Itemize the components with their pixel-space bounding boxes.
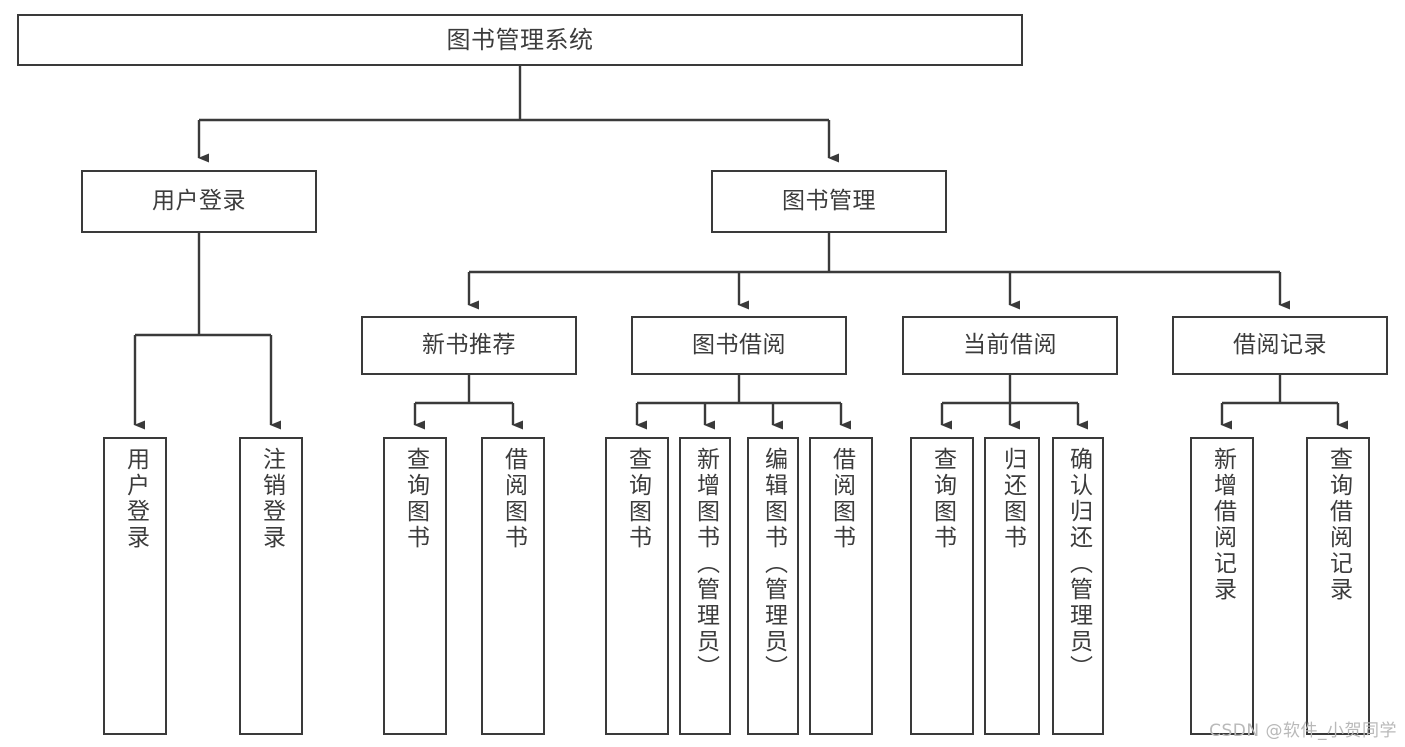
- leaf-book-borrow-edit-book-admin[interactable]: 编辑图书（管理员）: [747, 437, 799, 735]
- node-borrow-record-label: 借阅记录: [1233, 332, 1327, 358]
- node-current-borrow-label: 当前借阅: [963, 332, 1057, 358]
- node-user-login-label: 用户登录: [152, 188, 246, 214]
- leaf-user-login-logout[interactable]: 注销登录: [239, 437, 303, 735]
- node-root-label: 图书管理系统: [446, 26, 594, 54]
- node-book-borrow[interactable]: 图书借阅: [631, 316, 847, 375]
- node-root-book-management-system[interactable]: 图书管理系统: [17, 14, 1023, 66]
- csdn-watermark: CSDN @软件_小贺同学: [1209, 721, 1397, 741]
- leaf-book-borrow-borrow-books[interactable]: 借阅图书: [809, 437, 873, 735]
- leaf-current-borrow-return-books[interactable]: 归还图书: [984, 437, 1040, 735]
- leaf-new-book-query-books-label: 查询图书: [402, 447, 429, 551]
- leaf-book-borrow-add-book-admin[interactable]: 新增图书（管理员）: [679, 437, 731, 735]
- leaf-borrow-record-add-record[interactable]: 新增借阅记录: [1190, 437, 1254, 735]
- leaf-book-borrow-add-book-admin-label: 新增图书（管理员）: [692, 447, 719, 681]
- leaf-current-borrow-query-books[interactable]: 查询图书: [910, 437, 974, 735]
- leaf-new-book-borrow-books-label: 借阅图书: [500, 447, 527, 551]
- node-book-management[interactable]: 图书管理: [711, 170, 947, 233]
- leaf-borrow-record-query-record-label: 查询借阅记录: [1325, 447, 1352, 603]
- leaf-user-login-logout-label: 注销登录: [258, 447, 285, 551]
- leaf-borrow-record-add-record-label: 新增借阅记录: [1209, 447, 1236, 603]
- leaf-new-book-query-books[interactable]: 查询图书: [383, 437, 447, 735]
- node-current-borrow[interactable]: 当前借阅: [902, 316, 1118, 375]
- leaf-book-borrow-query-books[interactable]: 查询图书: [605, 437, 669, 735]
- node-user-login[interactable]: 用户登录: [81, 170, 317, 233]
- leaf-book-borrow-borrow-books-label: 借阅图书: [828, 447, 855, 551]
- leaf-user-login-login[interactable]: 用户登录: [103, 437, 167, 735]
- leaf-book-borrow-query-books-label: 查询图书: [624, 447, 651, 551]
- node-new-book-recommend-label: 新书推荐: [422, 332, 516, 358]
- leaf-book-borrow-edit-book-admin-label: 编辑图书（管理员）: [760, 447, 787, 681]
- leaf-current-borrow-return-books-label: 归还图书: [999, 447, 1026, 551]
- node-borrow-record[interactable]: 借阅记录: [1172, 316, 1388, 375]
- leaf-borrow-record-query-record[interactable]: 查询借阅记录: [1306, 437, 1370, 735]
- node-book-borrow-label: 图书借阅: [692, 332, 786, 358]
- leaf-current-borrow-query-books-label: 查询图书: [929, 447, 956, 551]
- leaf-user-login-login-label: 用户登录: [122, 447, 149, 551]
- leaf-new-book-borrow-books[interactable]: 借阅图书: [481, 437, 545, 735]
- node-book-management-label: 图书管理: [782, 188, 876, 214]
- leaf-current-borrow-confirm-return-admin[interactable]: 确认归还（管理员）: [1052, 437, 1104, 735]
- leaf-current-borrow-confirm-return-admin-label: 确认归还（管理员）: [1065, 447, 1092, 681]
- node-new-book-recommend[interactable]: 新书推荐: [361, 316, 577, 375]
